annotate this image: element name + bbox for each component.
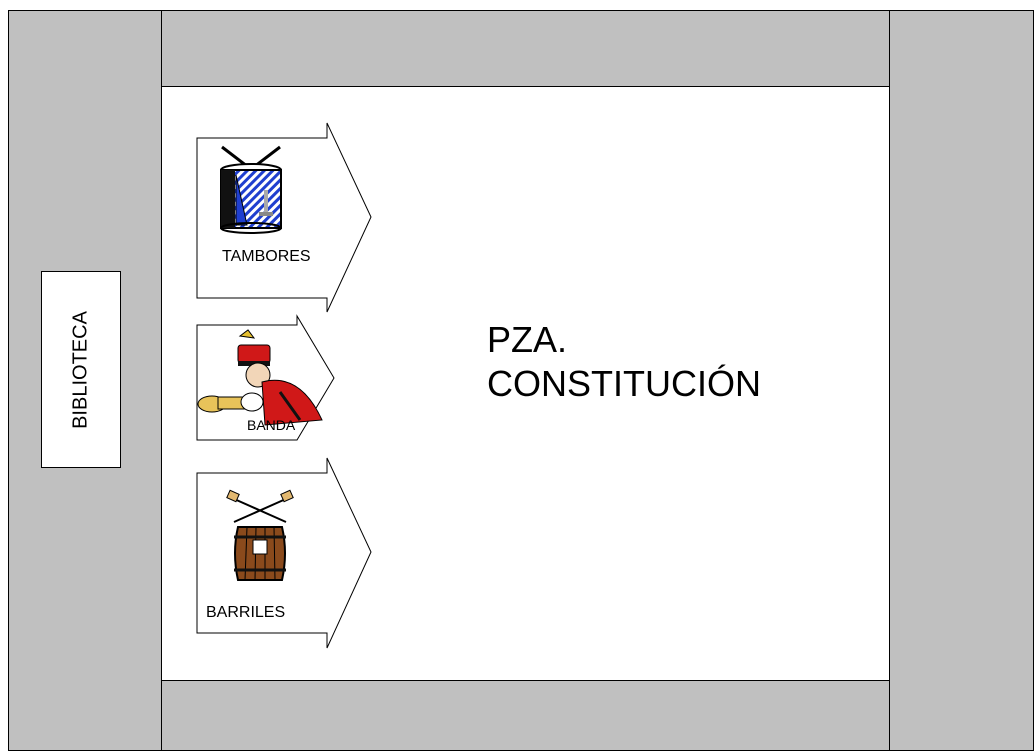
street-right [889, 10, 1034, 751]
barriles-label: BARRILES [206, 604, 286, 621]
drum-icon [220, 145, 282, 234]
street-top [161, 10, 891, 87]
banda-label: BANDA [247, 417, 296, 433]
plaza-title-line1: PZA. [487, 319, 568, 360]
library-building: BIBLIOTECA [41, 271, 121, 468]
barrel-icon [226, 489, 294, 581]
plaza-title: PZA. CONSTITUCIÓN [487, 318, 761, 406]
bugler-icon [197, 329, 323, 426]
plaza-title-line2: CONSTITUCIÓN [487, 363, 761, 404]
tambores-label: TAMBORES [222, 248, 311, 265]
